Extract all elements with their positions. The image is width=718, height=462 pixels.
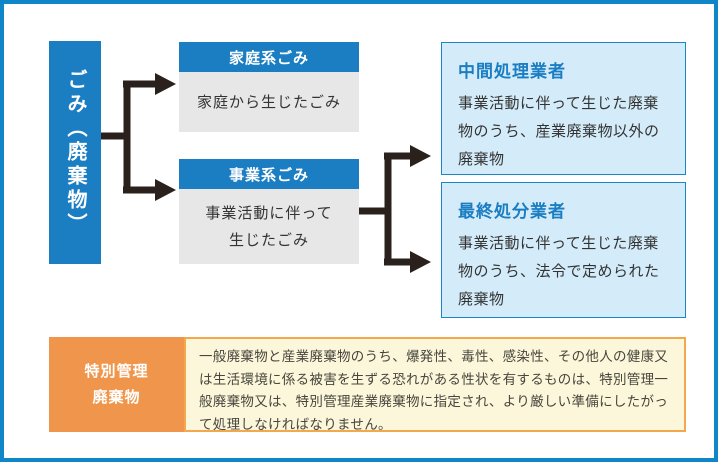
- branch-header-label: 家庭系ごみ: [179, 42, 359, 72]
- outcome-title: 最終処分業者: [458, 202, 566, 221]
- outcome-title: 中間処理業者: [458, 62, 566, 81]
- branch-body-line: 事業活動に伴って: [205, 204, 333, 222]
- branch-body-line: 家庭から生じたごみ: [196, 93, 341, 111]
- outcome-intermediate-processor: 中間処理業者 事業活動に伴って生じた廃棄物のうち、産業廃棄物以外の廃棄物: [441, 42, 686, 175]
- root-node-label: ごみ（廃棄物）: [64, 68, 86, 237]
- branch-body: 家庭から生じたごみ: [179, 72, 359, 132]
- root-node-waste: ごみ（廃棄物）: [49, 41, 101, 264]
- branch-household-waste: 家庭系ごみ 家庭から生じたごみ: [179, 42, 359, 132]
- arrowhead-icon: [410, 145, 431, 167]
- branch-business-waste: 事業系ごみ 事業活動に伴って 生じたごみ: [179, 159, 359, 264]
- special-management-label-line: 特別管理: [84, 362, 149, 380]
- branch-header-label: 事業系ごみ: [179, 159, 359, 189]
- connector-left: [101, 73, 176, 201]
- outcome-description: 事業活動に伴って生じた廃棄物のうち、産業廃棄物以外の廃棄物: [458, 95, 660, 168]
- special-management-label: 特別管理 廃棄物: [49, 337, 184, 432]
- outcome-final-disposal: 最終処分業者 事業活動に伴って生じた廃棄物のうち、法令で定められた廃棄物: [441, 182, 686, 318]
- arrowhead-icon: [155, 179, 176, 201]
- outcome-description: 事業活動に伴って生じた廃棄物のうち、法令で定められた廃棄物: [458, 235, 660, 308]
- special-management-label-line: 廃棄物: [92, 388, 141, 406]
- special-management-note: 一般廃棄物と産業廃棄物のうち、爆発性、毒性、感染性、その他人の健康又は生活環境に…: [184, 337, 686, 432]
- branch-body: 事業活動に伴って 生じたごみ: [179, 189, 359, 264]
- arrowhead-icon: [410, 251, 431, 273]
- connector-right: [359, 145, 431, 273]
- arrowhead-icon: [155, 73, 176, 95]
- branch-body-line: 生じたごみ: [228, 231, 309, 249]
